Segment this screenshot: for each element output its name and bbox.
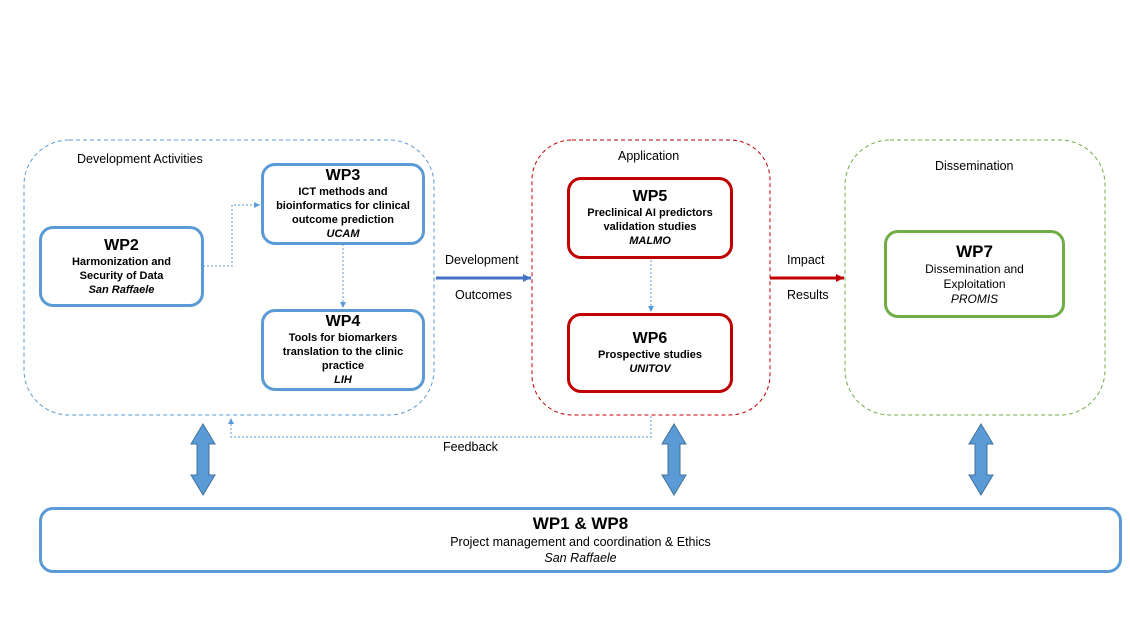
wp3-box: WP3 ICT methods and bioinformatics for c… bbox=[261, 163, 425, 245]
wp2-description: Harmonization and Security of Data bbox=[71, 255, 171, 282]
wp2-lead: San Raffaele bbox=[88, 283, 155, 296]
wp6-title: WP6 bbox=[632, 330, 668, 347]
management-box: WP1 & WP8 Project management and coordin… bbox=[39, 507, 1122, 573]
wp3-lead: UCAM bbox=[326, 228, 360, 240]
wp5-box: WP5 Preclinical AI predictors validation… bbox=[567, 177, 733, 259]
wp6-box: WP6 Prospective studies UNITOV bbox=[567, 313, 733, 393]
feedback-connector bbox=[228, 416, 652, 438]
feedback-label: Feedback bbox=[443, 440, 498, 454]
dissemination-group-frame bbox=[844, 139, 1106, 416]
wp3-title: WP3 bbox=[325, 167, 361, 184]
development-management-double-arrow bbox=[190, 423, 216, 496]
wp4-description: Tools for biomarkers translation to the … bbox=[282, 332, 404, 372]
results-label: Results bbox=[787, 288, 829, 302]
wp7-lead: PROMIS bbox=[950, 291, 999, 306]
outcomes-label: Outcomes bbox=[455, 288, 512, 302]
wp6-description: Prospective studies bbox=[598, 349, 702, 361]
wp4-lead: LIH bbox=[334, 374, 352, 386]
application-management-double-arrow bbox=[661, 423, 687, 496]
development-group-label: Development Activities bbox=[77, 152, 203, 166]
wp4-title: WP4 bbox=[325, 313, 361, 330]
wp4-box: WP4 Tools for biomarkers translation to … bbox=[261, 309, 425, 391]
wp3-description: ICT methods and bioinformatics for clini… bbox=[276, 186, 410, 226]
wp5-title: WP5 bbox=[632, 188, 668, 205]
wp5-lead: MALMO bbox=[629, 235, 671, 247]
application-group-label: Application bbox=[618, 149, 680, 163]
development-label: Development bbox=[445, 253, 519, 267]
development-group-frame bbox=[23, 139, 435, 416]
wp7-description: Dissemination and Exploitation bbox=[925, 261, 1024, 291]
management-lead: San Raffaele bbox=[544, 551, 617, 565]
wp5-description: Preclinical AI predictors validation stu… bbox=[587, 207, 713, 233]
wp6-lead: UNITOV bbox=[629, 363, 671, 375]
wp2-box: WP2 Harmonization and Security of Data S… bbox=[39, 226, 204, 307]
dissemination-management-double-arrow bbox=[968, 423, 994, 496]
wp2-to-wp3-connector bbox=[203, 202, 260, 267]
impact-label: Impact bbox=[787, 253, 825, 267]
wp2-title: WP2 bbox=[104, 236, 139, 254]
dissemination-group-label: Dissemination bbox=[935, 159, 1014, 173]
wp7-title: WP7 bbox=[956, 241, 993, 261]
management-description: Project management and coordination & Et… bbox=[450, 535, 711, 549]
management-title: WP1 & WP8 bbox=[532, 514, 629, 533]
wp7-box: WP7 Dissemination and Exploitation PROMI… bbox=[884, 230, 1065, 318]
